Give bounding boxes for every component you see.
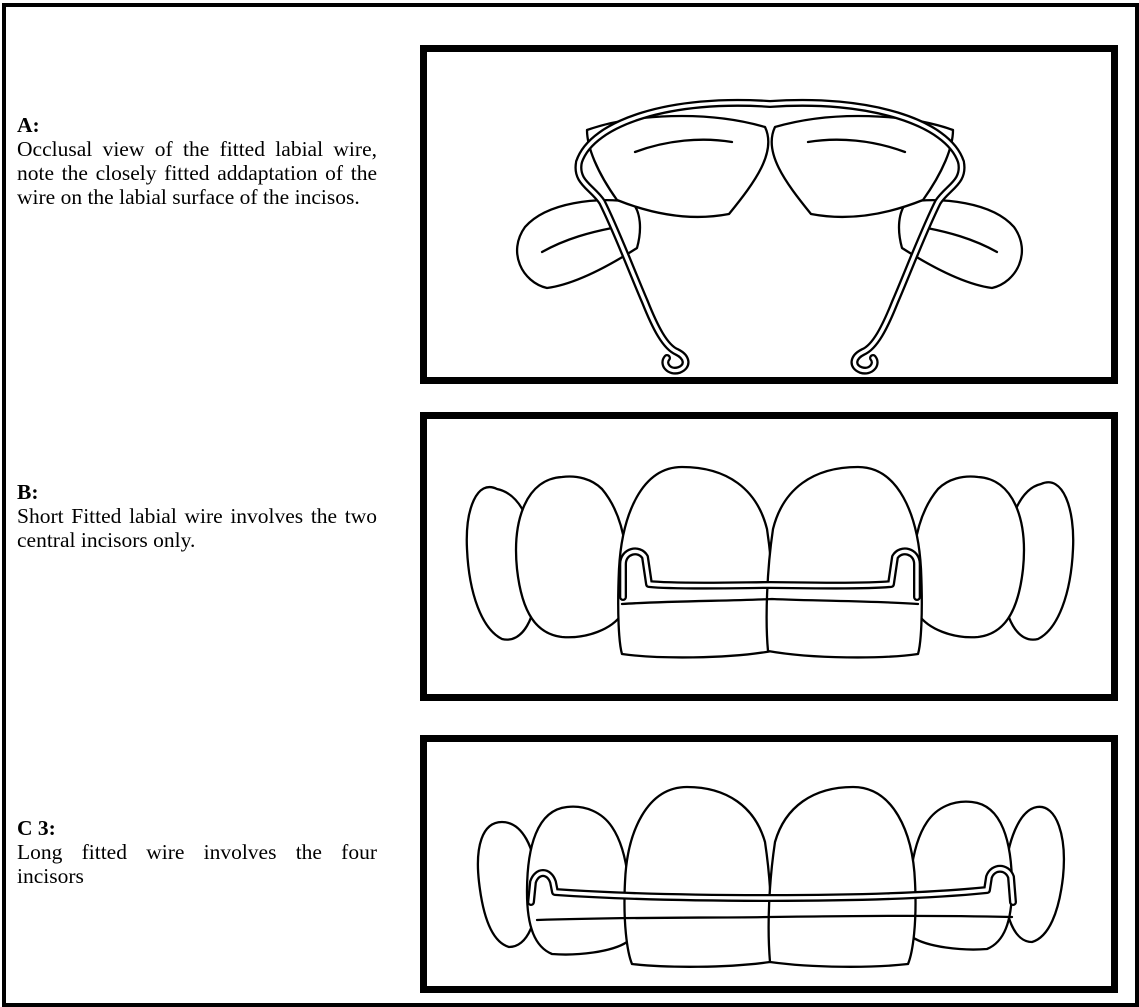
caption-b-label: B: xyxy=(17,480,377,504)
right-central-incisor xyxy=(769,787,916,967)
long-wire-illustration xyxy=(427,742,1111,986)
caption-a: A: Occlusal view of the fitted labial wi… xyxy=(17,113,377,209)
caption-c-label: C 3: xyxy=(17,816,377,840)
panel-b-short-labial-wire xyxy=(420,412,1118,701)
left-lateral-incisor xyxy=(516,477,627,638)
left-central-incisor xyxy=(624,787,771,967)
left-central-incisor xyxy=(618,467,773,657)
short-wire-illustration xyxy=(427,419,1111,694)
caption-a-text: Occlusal view of the fitted labial wire,… xyxy=(17,137,377,209)
caption-b-text: Short Fitted labial wire involves the tw… xyxy=(17,504,377,552)
caption-a-label: A: xyxy=(17,113,377,137)
caption-c: C 3: Long fitted wire involves the four … xyxy=(17,816,377,888)
left-lateral-incisor xyxy=(527,807,630,955)
caption-b: B: Short Fitted labial wire involves the… xyxy=(17,480,377,552)
panel-c-long-labial-wire xyxy=(420,735,1118,993)
panel-a-occlusal-view xyxy=(420,45,1118,384)
right-lateral-incisor xyxy=(913,477,1024,638)
right-central-incisor xyxy=(767,467,922,657)
caption-c-text: Long fitted wire involves the four incis… xyxy=(17,840,377,888)
occlusal-view-illustration xyxy=(427,52,1111,377)
right-lateral-incisor xyxy=(909,802,1012,950)
